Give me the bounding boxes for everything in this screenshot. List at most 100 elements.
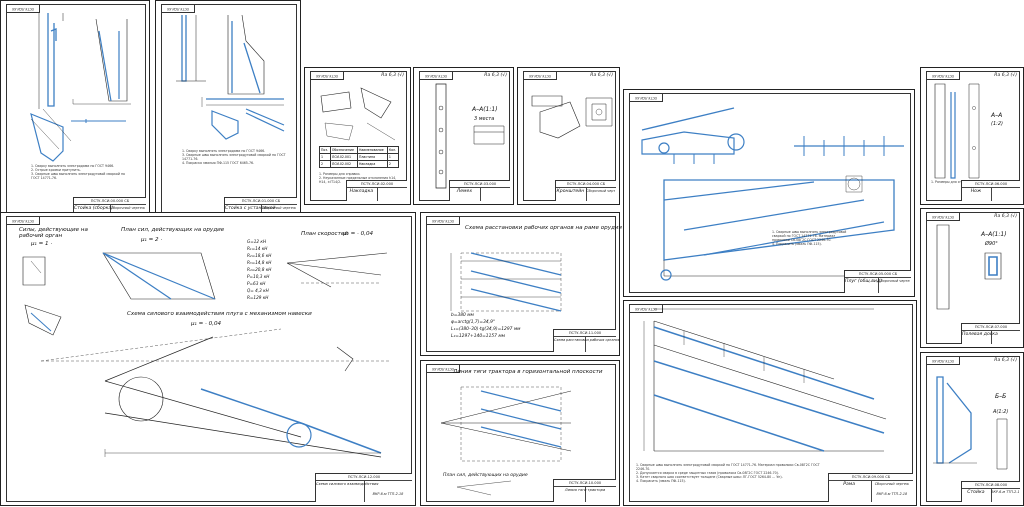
table-cell: 2 bbox=[386, 160, 400, 168]
force-value: Q= 4,3 кН bbox=[247, 288, 269, 293]
sheet-title: Стойка с установкой bbox=[225, 206, 276, 211]
force-value: P=63 кН bbox=[247, 281, 266, 286]
title-block: ПСТУ.ЛСИ.08.000 Стойка ВКР-6-м ТТП-2-18 bbox=[961, 481, 1020, 502]
note-line: 4. Покрасить (эмаль ПФ-115). bbox=[636, 479, 686, 483]
table-cell: Поз. bbox=[319, 146, 331, 154]
sheet-rama[interactable]: ПСТУ.ЛСИ.ХХ 1. Сварные швы выполнять эле… bbox=[623, 300, 917, 506]
section-note: 3 места bbox=[474, 116, 495, 122]
sheet-title: Рама bbox=[843, 482, 856, 487]
schema-formula: μ₁ = · 0,04 bbox=[191, 321, 222, 327]
force-value: R₁=14 кН bbox=[247, 246, 268, 251]
force-value: G=12 кН bbox=[247, 239, 267, 244]
nakladka-notes: 1. Размеры для справки. 2. Неуказанные п… bbox=[319, 172, 404, 184]
param-l2: L₂=1297+140=1157 мм bbox=[451, 334, 505, 339]
table-row: Поз. Обозначение Наименование Кол. bbox=[319, 146, 400, 154]
title-block: ПСТУ.ЛСИ.12.000 Схема силового взаимодей… bbox=[315, 473, 412, 502]
spec-table: Поз. Обозначение Наименование Кол. 1 ЛСИ… bbox=[319, 146, 400, 168]
sheet-polevaya-doska[interactable]: ПСТУ.ЛСИ.ХХ Ra 6,3 (√) А–А(1:1) Ø90° ПСТ… bbox=[920, 208, 1024, 348]
note-line: 3. Сварные швы выполнять электродуговой … bbox=[31, 172, 125, 180]
sheet-linia-tyagi[interactable]: ПСТУ.ЛСИ.ХХ Линия тяги трактора в горизо… bbox=[420, 360, 620, 506]
sheet-code: ПСТУ.ЛСИ.11.000 bbox=[568, 331, 602, 335]
section-label: Б–Б bbox=[995, 393, 1007, 400]
diagram-title: Схема расстановки рабочих органов на рам… bbox=[465, 225, 622, 231]
sheet-kronshtein[interactable]: ПСТУ.ЛСИ.ХХ Ra 6,3 (√) ПСТУ.ЛСИ.04.000 С… bbox=[517, 67, 620, 205]
table-row: 2 ЛСИ.02.002 Накладка 2 bbox=[319, 160, 400, 168]
sheet-stoyka[interactable]: ПСТУ.ЛСИ.ХХ Ra 6,3 (√) Б–Б А(1:2) ПСТУ.Л… bbox=[920, 352, 1024, 506]
sheet-title: Нож bbox=[970, 189, 982, 194]
stoyka2-notes: 1. Сварку выполнять электродами по ГОСТ … bbox=[182, 149, 292, 165]
sheet-subtitle: Сборочный чертеж bbox=[586, 189, 615, 193]
force-value: R₄=20,8 кН bbox=[247, 267, 272, 272]
roughness-mark: Ra 6,3 (√) bbox=[484, 73, 507, 78]
note-line: 2. Допускается сварка в среде защитных г… bbox=[636, 471, 779, 475]
title-block: ПСТУ.ЛСИ.06.000 Нож bbox=[961, 180, 1020, 201]
title-block: ПСТУ.ЛСИ.03.000 Лемех bbox=[449, 180, 510, 201]
sheet-stoyka-2[interactable]: ПСТУ.ЛСИ.ХХ 1. Сварку выполнять электрод… bbox=[155, 0, 301, 228]
title-block: ПСТУ.ЛСИ.05.000 СБ Плуг (общ.вид) Сбороч… bbox=[844, 270, 911, 293]
sheet-title: Лемех bbox=[456, 189, 473, 194]
note-line: 1. Сварные швы выполнять электродуговой … bbox=[772, 230, 847, 242]
sheet-title: Стойка bbox=[967, 490, 985, 495]
sheet-code: ПСТУ.ЛСИ.10.000 bbox=[568, 481, 602, 485]
sheet-code: ПСТУ.ЛСИ.12.000 bbox=[347, 475, 381, 479]
sheet-number: ВКР-6-м ТТП-2-18 bbox=[991, 490, 1019, 494]
sheet-subtitle: Сборочный чертеж bbox=[878, 279, 910, 283]
sheet-lemeh[interactable]: ПСТУ.ЛСИ.ХХ Ra 6,3 (√) А–А(1:1) 3 места … bbox=[413, 67, 514, 205]
note-line: 3. Сварные швы выполнять электродуговой … bbox=[182, 153, 286, 161]
sheet-subtitle: Сборочный чертеж bbox=[261, 206, 296, 210]
title-block: ПСТУ.ЛСИ.04.000 СБ Кронштейн Сборочный ч… bbox=[555, 180, 616, 201]
sheet-code: ПСТУ.ЛСИ.01.000 СБ bbox=[241, 199, 281, 203]
title-block: ПСТУ.ЛСИ.02.000 Накладка bbox=[346, 180, 407, 201]
force-value: R=129 кН bbox=[247, 295, 269, 300]
sheet-code: ПСТУ.ЛСИ.00.000 СБ bbox=[90, 199, 130, 203]
sheet-code: ПСТУ.ЛСИ.03.000 bbox=[463, 182, 497, 186]
note-line: 1. Сварные швы выполнять электродуговой … bbox=[636, 463, 820, 471]
table-cell: 2 bbox=[319, 160, 331, 168]
table-cell: 1 bbox=[319, 153, 331, 161]
diagram-title: Линия тяги трактора в горизонтальной пло… bbox=[453, 369, 603, 375]
sheet-nozh[interactable]: ПСТУ.ЛСИ.ХХ Ra 6,3 (√) А–А (1:2) 1. Разм… bbox=[920, 67, 1024, 205]
sheet-shema-rasstanovki[interactable]: ПСТУ.ЛСИ.ХХ Схема расстановки рабочих ор… bbox=[420, 212, 622, 356]
table-row: 1 ЛСИ.02.001 Пластина 1 bbox=[319, 153, 400, 161]
title-block: ПСТУ.ЛСИ.09.000 СБ Рама Сборочный чертеж… bbox=[828, 473, 913, 502]
note-line: 4. Покрасить (эмаль ПФ-115). bbox=[772, 242, 822, 246]
plan-skorostey-title: План скоростей bbox=[301, 231, 348, 237]
note-line: 4. Покраска эмалью ПФ-115 ГОСТ 6465-76. bbox=[182, 161, 255, 165]
sheet-sily[interactable]: ПСТУ.ЛСИ.ХХ Силы, действующие на рабочий… bbox=[0, 212, 416, 506]
sheet-stoyka-sborka[interactable]: ПСТУ.ЛСИ.ХХ 1. Сварку выполнять электрод… bbox=[0, 0, 150, 228]
sheet-title: Накладка bbox=[349, 189, 374, 194]
sheet-subtitle: Сборочный чертеж bbox=[874, 482, 909, 486]
param-phi: φ=arctg(1,7)=34,9° bbox=[451, 320, 496, 325]
roughness-mark: Ra 6,3 (√) bbox=[381, 73, 404, 78]
note-line: 1. Размеры для справки. bbox=[931, 180, 973, 184]
table-cell: Обозначение bbox=[329, 146, 358, 154]
section-label: А–А bbox=[991, 112, 1003, 119]
sheet-code: ПСТУ.ЛСИ.08.000 bbox=[974, 483, 1008, 487]
forces-title: Силы, действующие на рабочий орган bbox=[19, 227, 88, 239]
sheet-title: Полевая доска bbox=[962, 332, 998, 337]
table-cell: ЛСИ.02.001 bbox=[329, 153, 358, 161]
table-cell: Пластина bbox=[356, 153, 388, 161]
param-b: b=380 мм bbox=[451, 313, 474, 318]
sheet-title: Линия тяги трактора bbox=[564, 488, 606, 492]
forces-formula: μ₁ = 1 · bbox=[31, 241, 53, 247]
rama-notes: 1. Сварные швы выполнять электродуговой … bbox=[636, 463, 822, 483]
plan-sil-title: План сил, действующих на орудие bbox=[121, 227, 225, 233]
note-line: 1. Сварку выполнять электродами по ГОСТ … bbox=[182, 149, 266, 153]
table-cell: ЛСИ.02.002 bbox=[329, 160, 358, 168]
schema-title: Схема силового взаимодействия плуга с ме… bbox=[127, 311, 312, 317]
section-scale: (1:2) bbox=[991, 121, 1003, 127]
sheet-number: ВКР-6-м ТТП-2-18 bbox=[876, 492, 908, 496]
note-line: 2. Неуказанные предельные отклонения h14… bbox=[319, 176, 397, 184]
sheet-code: ПСТУ.ЛСИ.07.000 bbox=[974, 325, 1008, 329]
force-value: P=10,3 кН bbox=[247, 274, 270, 279]
roughness-mark: Ra 6,3 (√) bbox=[994, 214, 1017, 219]
sheet-plug-obshiy-vid[interactable]: ПСТУ.ЛСИ.ХХ 1. Сварные швы выполнять эле… bbox=[623, 89, 915, 297]
title-block: ПСТУ.ЛСИ.11.000 Схема расстановки рабочи… bbox=[553, 329, 620, 352]
table-cell: Кол. bbox=[386, 146, 400, 154]
title-block: ПСТУ.ЛСИ.10.000 Линия тяги трактора bbox=[553, 479, 616, 502]
sheet-nakladka[interactable]: ПСТУ.ЛСИ.ХХ Ra 6,3 (√) Поз. Обозначение … bbox=[304, 67, 411, 205]
note-line: 1. Сварку выполнять электродами по ГОСТ … bbox=[31, 164, 115, 168]
sheet-code: ПСТУ.ЛСИ.05.000 СБ bbox=[858, 272, 898, 276]
diagram-subtitle: План сил, действующих на орудие bbox=[443, 473, 528, 478]
